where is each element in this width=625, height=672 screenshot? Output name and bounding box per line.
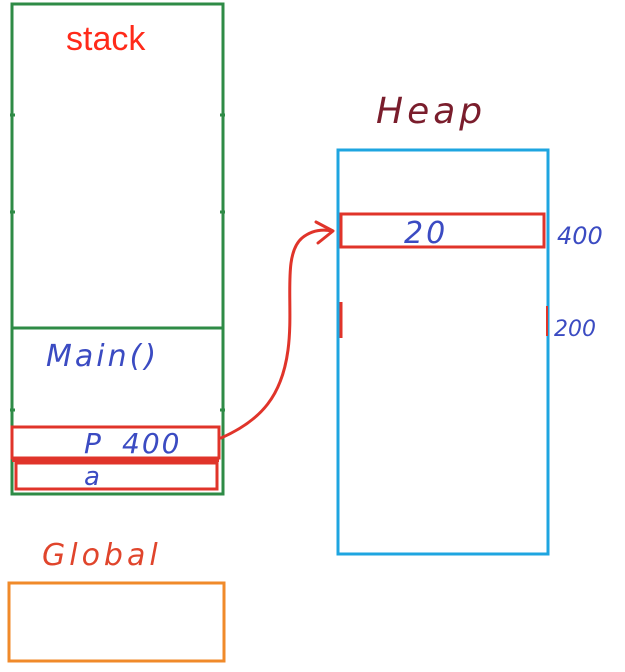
a-variable-cell — [14, 461, 219, 491]
pointer-arrow — [219, 228, 334, 440]
stack-tick-marks — [10, 113, 225, 412]
heap-title: Heap — [376, 91, 486, 132]
stack-title: stack — [66, 20, 146, 58]
heap-value: 20 — [404, 216, 448, 251]
p-variable-cell — [10, 425, 221, 460]
p-variable-label: P — [84, 427, 101, 460]
p-value: 400 — [122, 427, 181, 460]
global-title: Global — [42, 538, 162, 573]
heap-value-cell — [339, 212, 546, 249]
stack-region — [10, 2, 225, 496]
address-200-label: 200 — [554, 317, 596, 342]
a-variable-label: a — [84, 462, 100, 492]
address-400-label: 400 — [557, 222, 603, 250]
global-region — [7, 581, 226, 663]
main-frame-label: Main() — [46, 339, 159, 374]
pointer-arrowhead — [314, 220, 335, 245]
heap-region — [336, 148, 550, 556]
